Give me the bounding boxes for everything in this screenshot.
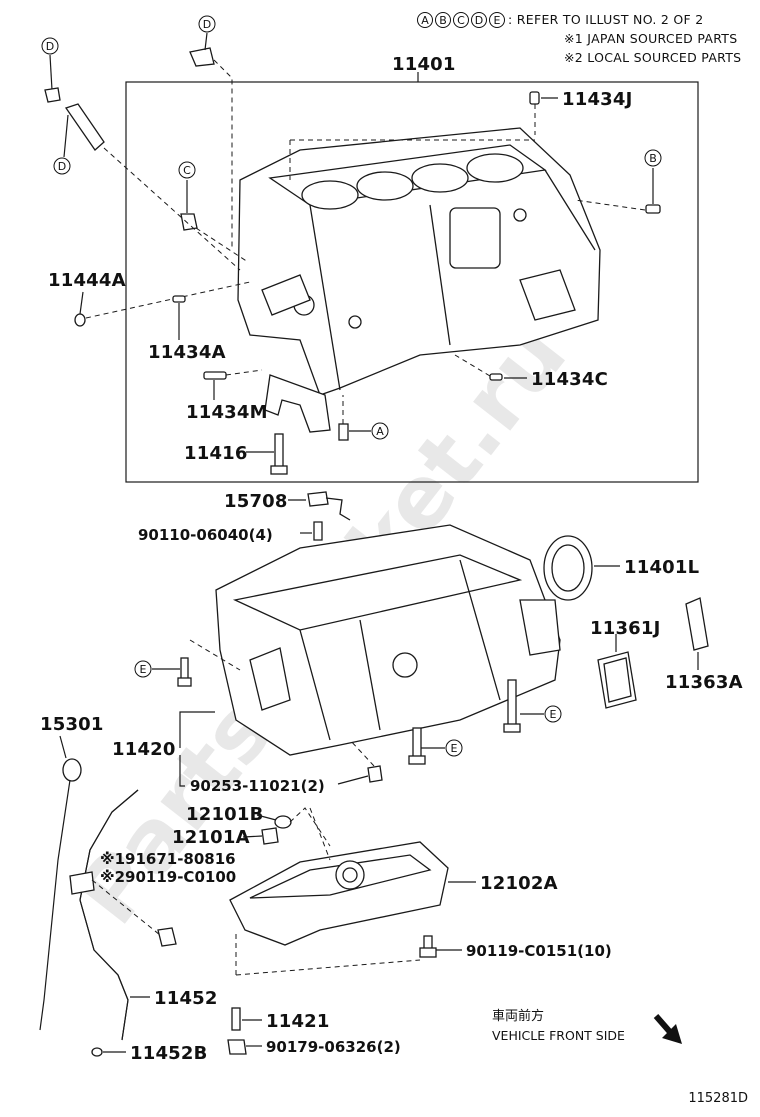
gasket-12101B: [274, 815, 292, 829]
label-15708[interactable]: 15708: [224, 491, 288, 512]
callout-c[interactable]: [178, 161, 196, 179]
plug-c: [180, 213, 198, 231]
nut-90179: [227, 1039, 247, 1055]
guide-tube-11452: [79, 789, 139, 1041]
label-90119-c0151[interactable]: 90119-C0151(10): [466, 942, 612, 960]
cylinder-block-frame: [125, 81, 699, 483]
callout-e-mid-letter: E: [451, 742, 458, 755]
callout-c-letter: C: [183, 164, 191, 177]
label-11434J[interactable]: 11434J: [562, 89, 633, 110]
dipstick-15301: [62, 758, 82, 782]
label-11401L[interactable]: 11401L: [624, 557, 699, 578]
label-11434A[interactable]: 11434A: [148, 342, 226, 363]
plug-d-left: [44, 87, 61, 103]
label-11420[interactable]: 11420: [112, 739, 176, 760]
label-90253[interactable]: 90253-11021(2): [190, 777, 325, 795]
note-local-sourced: ※2 LOCAL SOURCED PARTS: [564, 50, 741, 65]
stud-11421: [231, 1007, 241, 1031]
bolt-tube: [157, 927, 177, 947]
legend-text: : REFER TO ILLUST NO. 2 OF 2: [508, 12, 704, 27]
bolt-90110: [313, 521, 323, 541]
sensor-15708: [307, 491, 351, 521]
pipe-d: [64, 103, 105, 151]
bolt-e-left: [180, 657, 189, 681]
callout-d-left-letter: D: [46, 40, 54, 53]
callout-e-mid[interactable]: [445, 739, 463, 757]
label-12101B[interactable]: 12101B: [186, 804, 264, 825]
label-11452[interactable]: 11452: [154, 988, 218, 1009]
bolt-e-right: [507, 679, 517, 727]
pin-11434M: [203, 371, 227, 380]
bracket-tube: [69, 871, 95, 895]
label-12102A[interactable]: 12102A: [480, 873, 558, 894]
label-11444A[interactable]: 11444A: [48, 270, 126, 291]
callout-e-right[interactable]: [544, 705, 562, 723]
label-91671[interactable]: ※191671-80816: [100, 850, 236, 868]
label-90110[interactable]: 90110-06040(4): [138, 526, 273, 544]
label-11421[interactable]: 11421: [266, 1011, 330, 1032]
bolt-90253: [367, 765, 383, 783]
label-11401[interactable]: 11401: [392, 54, 456, 75]
callout-b[interactable]: [644, 149, 662, 167]
front-arrow-icon: [653, 1014, 682, 1044]
front-label-en: VEHICLE FRONT SIDE: [492, 1028, 625, 1043]
callout-a[interactable]: [371, 422, 389, 440]
callout-d-top[interactable]: [198, 15, 216, 33]
pin-a: [338, 423, 349, 441]
pin-11434C: [489, 373, 503, 381]
label-11434C[interactable]: 11434C: [531, 369, 608, 390]
label-15301[interactable]: 15301: [40, 714, 104, 735]
legend-circles: A B C D E: [417, 12, 505, 28]
legend-letter-a: A: [421, 14, 429, 27]
legend-letter-b: B: [439, 14, 447, 27]
label-11363A[interactable]: 11363A: [665, 672, 743, 693]
label-90179[interactable]: 90179-06326(2): [266, 1038, 401, 1056]
label-11361J[interactable]: 11361J: [590, 618, 661, 639]
bolt-e-mid: [412, 727, 422, 759]
callout-e-left-letter: E: [140, 663, 147, 676]
callout-d-left[interactable]: [41, 37, 59, 55]
front-label-jp: 車両前方: [492, 1008, 544, 1024]
sensor-d-top: [189, 47, 215, 67]
callout-e-left[interactable]: [134, 660, 152, 678]
callout-d-lower[interactable]: [53, 157, 71, 175]
callout-e-right-letter: E: [550, 708, 557, 721]
cylinder-block-illustration: [237, 127, 601, 433]
legend-letter-d: D: [475, 14, 483, 27]
label-11434M[interactable]: 11434M: [186, 402, 268, 423]
legend-letter-e: E: [494, 14, 501, 27]
pin-b: [645, 204, 661, 214]
oil-pan-illustration: [229, 841, 449, 946]
note-japan-sourced: ※1 JAPAN SOURCED PARTS: [564, 31, 737, 46]
label-11452B[interactable]: 11452B: [130, 1043, 208, 1064]
plug-11434J: [529, 91, 540, 105]
callout-a-letter: A: [376, 425, 384, 438]
bolt-11416: [274, 433, 284, 471]
lower-case-illustration: [215, 524, 561, 756]
pin-11434A: [172, 295, 186, 303]
legend-letter-c: C: [457, 14, 465, 27]
label-12101A[interactable]: 12101A: [172, 827, 250, 848]
figure-id: 115281D: [688, 1091, 748, 1106]
label-90119-c0100[interactable]: ※290119-C0100: [100, 868, 236, 886]
o-ring-11444A: [74, 313, 86, 327]
plate-11363A: [685, 597, 709, 651]
plug-12101A: [261, 827, 279, 845]
callout-b-letter: B: [649, 152, 657, 165]
o-ring-11452B: [91, 1047, 103, 1057]
callout-d-lower-letter: D: [58, 160, 66, 173]
callout-d-top-letter: D: [203, 18, 211, 31]
label-11416[interactable]: 11416: [184, 443, 248, 464]
